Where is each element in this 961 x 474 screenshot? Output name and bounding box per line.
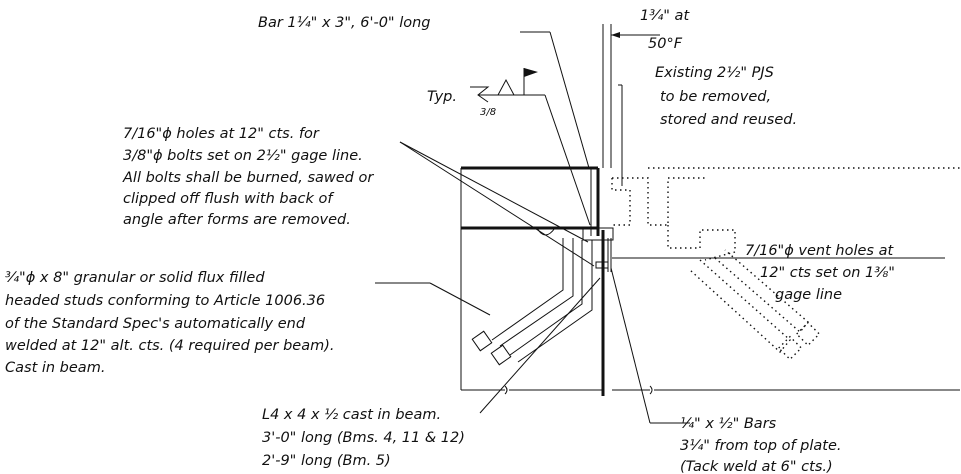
- studs-leader: [429, 282, 491, 316]
- existing-beam-dotted: [611, 167, 960, 395]
- note-vent-line1: 7/16"ϕ vent holes at: [745, 243, 894, 259]
- note-vent-line3: gage line: [775, 287, 842, 303]
- small-bar: [595, 261, 609, 269]
- note-weld-size: 3/8: [480, 107, 496, 118]
- holes-leader-2: [399, 141, 589, 243]
- note-holes-line3: All bolts shall be burned, sawed or: [122, 170, 374, 186]
- note-studs-line5: Cast in beam.: [5, 360, 105, 376]
- weld-fillet-triangle: [497, 78, 515, 96]
- gap-dimension: [602, 24, 660, 168]
- note-holes-line5: angle after forms are removed.: [123, 212, 351, 228]
- note-bars-line1: ¼" x ½" Bars: [680, 416, 777, 432]
- note-pjs-line2: to be removed,: [660, 89, 771, 105]
- leaders: [375, 31, 945, 424]
- note-pjs-line3: stored and reused.: [660, 112, 797, 128]
- weld-symbol: [470, 68, 591, 226]
- bars-leader: [610, 267, 651, 424]
- note-bar: Bar 1¼" x 3", 6'-0" long: [258, 15, 431, 31]
- field-weld-flag: [524, 68, 538, 77]
- weld-leader: [544, 94, 591, 226]
- note-holes-line2: 3/8"ϕ bolts set on 2½" gage line.: [123, 148, 363, 164]
- existing-pjs: [611, 178, 631, 226]
- note-angle-line2: 3'-0" long (Bms. 4, 11 & 12): [262, 430, 465, 446]
- angle-leg: [582, 227, 614, 241]
- existing-top-left: [612, 177, 705, 226]
- holes-leader-1: [399, 141, 595, 267]
- note-bars-line3: (Tack weld at 6" cts.): [680, 459, 833, 474]
- note-holes-line1: 7/16"ϕ holes at 12" cts. for: [123, 126, 320, 142]
- stud-2-top: [509, 240, 583, 356]
- break-mark-left: [504, 385, 508, 395]
- note-angle-line1: L4 x 4 x ½ cast in beam.: [262, 407, 441, 423]
- note-holes-line4: clipped off flush with back of: [123, 191, 334, 207]
- note-angle-line3: 2'-9" long (Bm. 5): [262, 453, 391, 469]
- note-studs-line1: ¾"ϕ x 8" granular or solid flux filled: [5, 270, 265, 286]
- note-studs-line4: welded at 12" alt. cts. (4 required per …: [5, 338, 335, 354]
- stud-2-bot: [517, 240, 593, 363]
- break-mark-right: [649, 385, 653, 395]
- existing-stud-1: [689, 259, 791, 354]
- note-vent-line2: 12" cts set on 1⅜": [760, 265, 895, 281]
- steel-bar-and-angle: [536, 168, 614, 396]
- note-gap-line1: 1¾" at: [640, 8, 690, 24]
- dim-arrow: [611, 32, 620, 38]
- existing-angle: [667, 225, 736, 261]
- note-pjs-line1: Existing 2½" PJS: [655, 65, 774, 81]
- headed-studs: [471, 238, 593, 366]
- existing-stud-2: [714, 249, 809, 334]
- note-gap-line2: 50°F: [648, 36, 683, 52]
- stud-1-head: [471, 330, 493, 352]
- new-beam-outline: [460, 166, 602, 395]
- existing-stud-head-1: [777, 335, 803, 361]
- note-weld-typ: Typ.: [427, 89, 457, 105]
- note-studs-line2: headed studs conforming to Article 1006.…: [5, 293, 325, 309]
- note-bars-line2: 3¼" from top of plate.: [680, 438, 842, 454]
- stud-2-head: [490, 344, 512, 366]
- weld-tail: [470, 86, 490, 103]
- note-studs-line3: of the Standard Spec's automatically end: [5, 316, 306, 332]
- stud-1-bot: [499, 238, 574, 347]
- angle-leader: [479, 277, 601, 414]
- bar-leader: [549, 31, 590, 169]
- stud-1-top: [491, 238, 564, 341]
- existing-stud-head-2: [795, 321, 821, 347]
